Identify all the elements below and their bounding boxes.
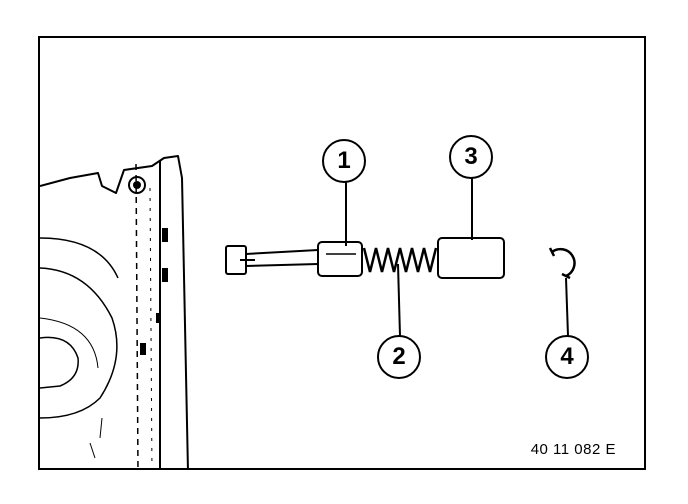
callout-3-label: 3 bbox=[464, 143, 478, 170]
callout-2-label: 2 bbox=[392, 343, 406, 370]
callout-1-label: 1 bbox=[337, 147, 351, 174]
callout-1: 1 bbox=[322, 139, 366, 183]
valve-assembly-illustration bbox=[40, 155, 576, 468]
figure-reference-code: 40 11 082 E bbox=[530, 441, 616, 458]
callout-2: 2 bbox=[377, 335, 421, 379]
valve-stem bbox=[225, 245, 319, 275]
callout-4-label: 4 bbox=[560, 343, 574, 370]
figure-frame: 1 2 3 4 40 11 082 E bbox=[38, 36, 646, 470]
engine-housing bbox=[40, 155, 189, 468]
circlip-part-4 bbox=[548, 247, 576, 280]
callout-3: 3 bbox=[449, 135, 493, 179]
valve-body-part-1 bbox=[317, 241, 363, 277]
sleeve-part-3 bbox=[437, 237, 505, 279]
callout-4: 4 bbox=[545, 335, 589, 379]
leader-lines bbox=[345, 174, 569, 337]
spring-part-2 bbox=[362, 247, 438, 273]
